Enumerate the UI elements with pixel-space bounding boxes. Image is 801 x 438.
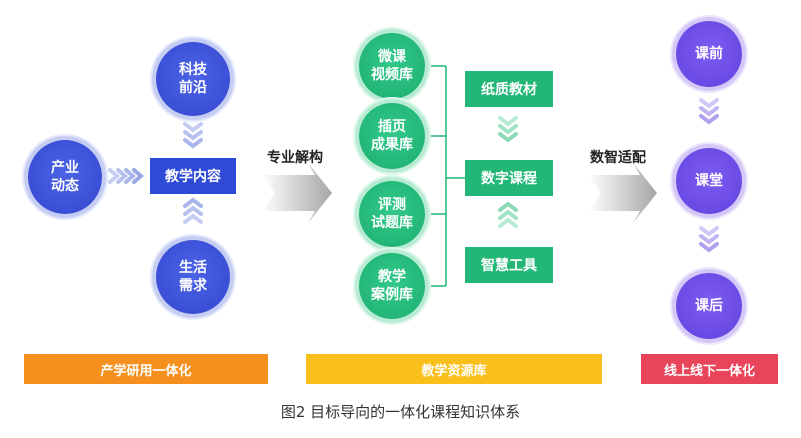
- node-micro-video-library: 微课 视频库: [359, 33, 425, 99]
- chevron-down-icon: [699, 98, 719, 125]
- node-industry-trends: 产业 动态: [28, 140, 102, 214]
- node-tech-frontier: 科技 前沿: [156, 42, 230, 116]
- chevron-up-icon: [183, 197, 203, 224]
- chevron-down-icon: [183, 122, 203, 149]
- node-teaching-content: 教学内容: [150, 158, 236, 194]
- node-assessment-library: 评测 试题库: [359, 181, 425, 247]
- node-pre-class: 课前: [676, 21, 742, 87]
- bar-industry-academia-integration: 产学研用一体化: [24, 354, 268, 384]
- chevron-down-icon: [699, 226, 719, 253]
- chevron-down-icon: [498, 116, 518, 143]
- node-in-class: 课堂: [676, 148, 742, 214]
- node-smart-tools: 智慧工具: [465, 247, 553, 283]
- big-arrow-right-icon: [262, 163, 332, 223]
- node-insert-page-library: 插页 成果库: [359, 103, 425, 169]
- node-life-needs: 生活 需求: [156, 240, 230, 314]
- big-arrow-right-icon: [588, 163, 657, 223]
- bracket-connector: [429, 65, 465, 287]
- figure-caption: 图2 目标导向的一体化课程知识体系: [280, 403, 521, 421]
- chevron-right-icon: [108, 168, 145, 184]
- node-paper-textbook: 纸质教材: [465, 71, 553, 107]
- node-case-library: 教学 案例库: [359, 253, 425, 319]
- arrow-label-professional-deconstruction: 专业解构: [267, 150, 323, 166]
- node-digital-course: 数字课程: [465, 160, 553, 196]
- bar-online-offline-integration: 线上线下一体化: [641, 354, 778, 384]
- arrow-label-digital-adaptation: 数智适配: [590, 150, 646, 166]
- chevron-up-icon: [498, 201, 518, 228]
- node-post-class: 课后: [676, 273, 742, 339]
- bar-teaching-resource-library: 教学资源库: [306, 354, 602, 384]
